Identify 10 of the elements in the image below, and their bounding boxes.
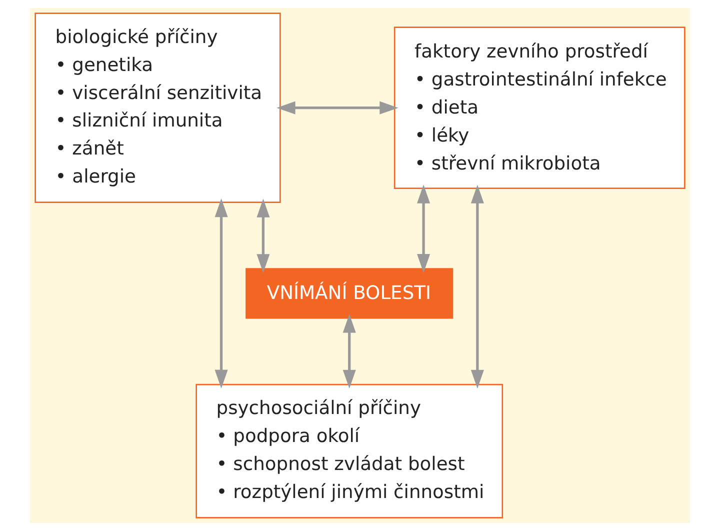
arrow (214, 198, 228, 388)
arrow (416, 184, 430, 273)
node-box: biologické příčiny • genetika • viscerální senzitivita • slizniční imunita • zánět • alergie (34, 12, 280, 203)
arrow (470, 184, 484, 389)
node-box: psychosociální příčiny • podpora okolí • schopnost zvládat bolest • rozptýlení jinými činnostmi (195, 384, 503, 518)
arrow (256, 198, 270, 273)
arrow (276, 101, 398, 114)
node-box: VNÍMÁNÍ BOLESTI (245, 268, 453, 319)
arrow (342, 314, 356, 389)
node-box: faktory zevního prostředí • gastrointestinální infekce • dieta • léky • střevní mikrobiota (393, 26, 685, 189)
